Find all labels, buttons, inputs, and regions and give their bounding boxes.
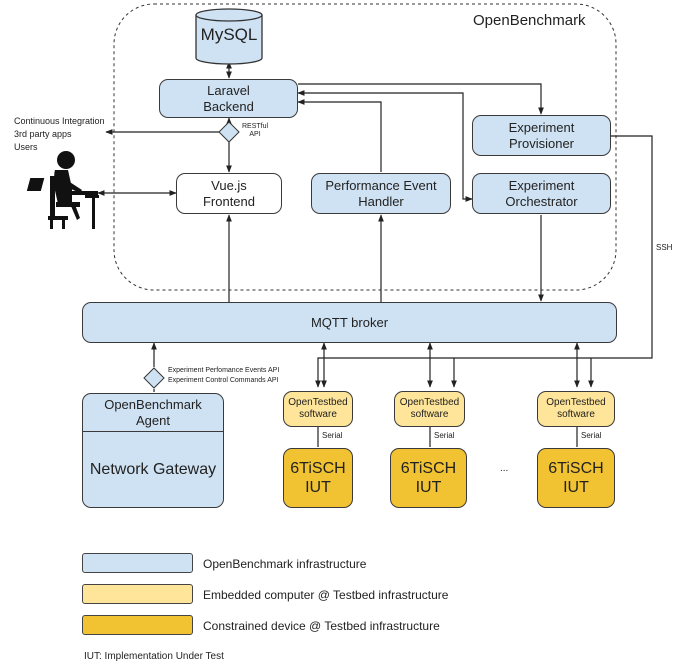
mysql-label: MySQL xyxy=(200,25,258,44)
client-continuous-integration: Continuous Integration xyxy=(14,116,105,126)
legend-label-embedded: Embedded computer @ Testbed infrastructu… xyxy=(203,588,449,602)
agent-api-diamond xyxy=(143,367,165,389)
legend-swatch-constrained xyxy=(82,615,193,635)
mqtt-broker-box: MQTT broker xyxy=(82,302,617,343)
openbenchmark-boundary xyxy=(113,3,617,291)
restful-api-label: RESTful API xyxy=(242,123,269,139)
legend-label-constrained: Constrained device @ Testbed infrastruct… xyxy=(203,619,440,633)
vuejs-frontend-box: Vue.js Frontend xyxy=(176,173,282,214)
mysql-cylinder xyxy=(195,8,263,65)
experiment-provisioner-box: Experiment Provisioner xyxy=(472,115,611,156)
boundary-title: OpenBenchmark xyxy=(473,12,586,29)
handler-backend-link xyxy=(297,99,382,172)
backend-orchestrator-link xyxy=(297,90,473,202)
serial-label-3: Serial xyxy=(581,431,602,440)
serial-label-1: Serial xyxy=(322,431,343,440)
network-gateway-box: Network Gateway xyxy=(82,431,224,508)
legend-swatch-embedded xyxy=(82,584,193,604)
iut-ellipsis: ... xyxy=(500,463,509,474)
ssh-label: SSH xyxy=(656,243,673,252)
testbed-software-box-3: OpenTestbed software xyxy=(537,391,615,427)
iut-box-3: 6TiSCH IUT xyxy=(537,448,615,508)
agent-api-control-commands: Experiment Control Commands API xyxy=(168,377,279,384)
legend-swatch-openbenchmark xyxy=(82,553,193,573)
backend-provisioner-link xyxy=(298,83,544,115)
ssh-link xyxy=(315,135,653,388)
iut-box-1: 6TiSCH IUT xyxy=(283,448,353,508)
restful-api-diamond xyxy=(218,121,240,143)
iut-box-2: 6TiSCH IUT xyxy=(390,448,467,508)
laravel-backend-box: Laravel Backend xyxy=(159,79,298,118)
experiment-orchestrator-box: Experiment Orchestrator xyxy=(472,173,611,214)
testbed-software-box-2: OpenTestbed software xyxy=(394,391,465,427)
performance-event-handler-box: Performance Event Handler xyxy=(311,173,451,214)
legend-label-openbenchmark: OpenBenchmark infrastructure xyxy=(203,557,367,571)
iut-footnote: IUT: Implementation Under Test xyxy=(84,651,224,662)
serial-label-2: Serial xyxy=(434,431,455,440)
testbed-software-box-1: OpenTestbed software xyxy=(283,391,353,427)
client-third-party-apps: 3rd party apps xyxy=(14,129,72,139)
agent-api-performance-events: Experiment Perfomance Events API xyxy=(168,367,280,374)
client-users: Users xyxy=(14,142,38,152)
user-at-desk-icon xyxy=(26,151,99,229)
openbenchmark-agent-box: OpenBenchmark Agent xyxy=(82,393,224,432)
